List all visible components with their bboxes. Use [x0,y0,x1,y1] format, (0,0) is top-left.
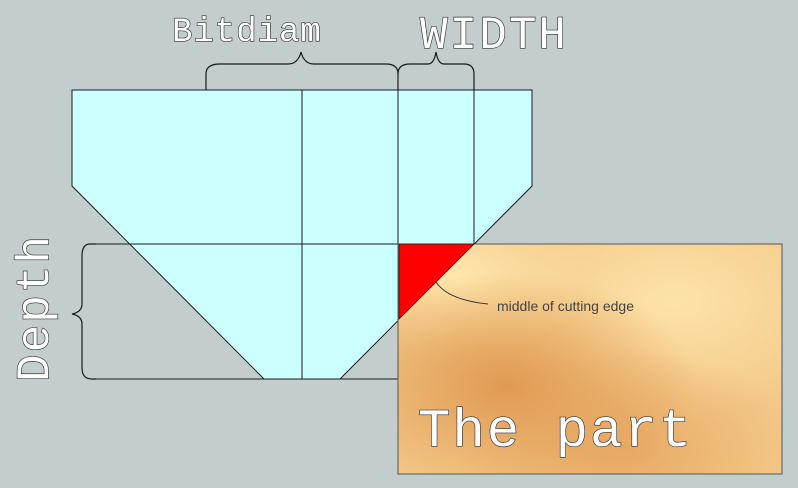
bitdiam-label: Bitdiam [172,14,322,52]
depth-bracket [71,243,96,380]
width-bracket [397,51,475,90]
part-label: The part [418,402,693,463]
annotation-leader [435,281,489,305]
annotation-label: middle of cutting edge [497,298,634,314]
bitdiam-bracket [205,51,399,90]
part-block [397,243,783,475]
cut-triangle [398,243,475,320]
width-label: WIDTH [420,10,568,62]
depth-label: Depth [10,234,62,382]
